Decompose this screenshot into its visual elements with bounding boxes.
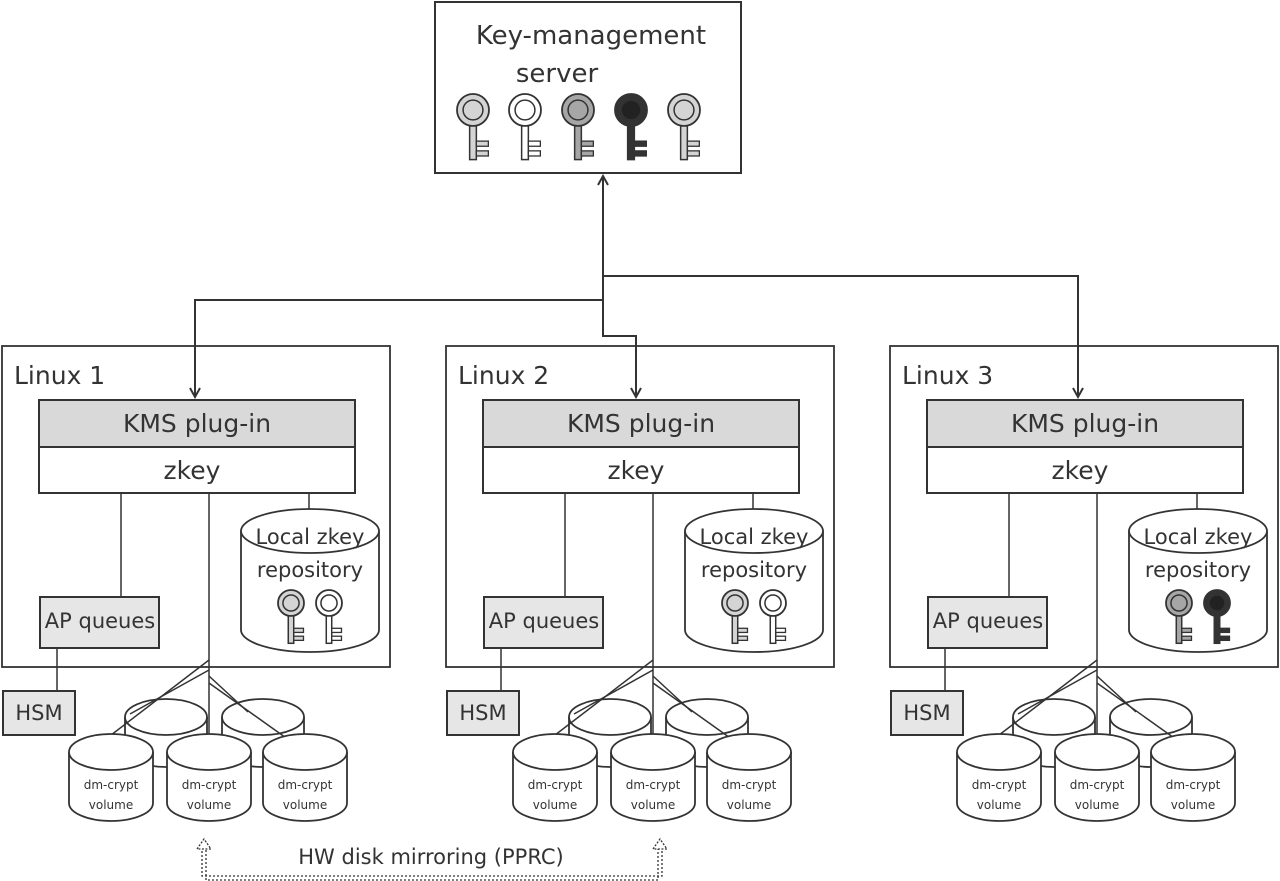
- local-zkey-repository: Local zkey repository: [1128, 508, 1268, 653]
- repository-key-icon: [277, 589, 305, 645]
- ap-queues-label: AP queues: [489, 609, 599, 633]
- zkey-box: [926, 446, 1244, 494]
- server-key-icon: [614, 93, 648, 161]
- repository-label-line2: repository: [701, 558, 807, 582]
- mirroring-arrow-right: [651, 837, 669, 850]
- volume-label-line2: volume: [727, 798, 771, 812]
- disk-mirroring: HW disk mirroring (PPRC): [195, 837, 669, 881]
- linux-system-name: Linux 2: [458, 361, 549, 390]
- volume-label-line2: volume: [89, 798, 133, 812]
- server-key-icon: [456, 93, 490, 161]
- dm-crypt-volume: dm-crypt volume: [706, 733, 792, 822]
- volume-label-line2: volume: [1075, 798, 1119, 812]
- ap-queues-box: [927, 596, 1048, 649]
- ap-queues-label: AP queues: [45, 609, 155, 633]
- kms-plugin-box: [38, 399, 356, 448]
- mirroring-arrow-left: [195, 837, 213, 850]
- repository-key-icon: [1203, 589, 1231, 645]
- internal-connectors: [56, 493, 310, 691]
- server-key-icons: [456, 93, 701, 161]
- dm-crypt-volume: dm-crypt volume: [1054, 733, 1140, 822]
- dm-crypt-volume: dm-crypt volume: [956, 733, 1042, 822]
- volume-label-line1: dm-crypt: [528, 778, 583, 792]
- server-key-icon: [667, 93, 701, 161]
- repository-label-line1: Local zkey: [700, 525, 809, 549]
- volume-label-line1: dm-crypt: [1166, 778, 1221, 792]
- key-management-server: Key-management server: [434, 1, 742, 174]
- volume-label-line1: dm-crypt: [182, 778, 237, 792]
- kms-plugin-label: KMS plug-in: [567, 409, 715, 438]
- kms-title-line1: Key-management: [476, 21, 706, 51]
- hsm-label: HSM: [903, 701, 950, 725]
- arrow-to-linux2: [602, 300, 636, 397]
- arrow-to-linux1: [195, 299, 603, 397]
- volume-label-line2: volume: [533, 798, 577, 812]
- kms-title-line2: server: [516, 59, 599, 89]
- zkey-box: [38, 446, 356, 494]
- volume-label-line1: dm-crypt: [278, 778, 333, 792]
- hsm-box: [890, 690, 964, 736]
- zkey-label: zkey: [608, 456, 665, 485]
- repository-key-icon: [721, 589, 749, 645]
- volume-label-line2: volume: [283, 798, 327, 812]
- linux-frame: [889, 345, 1279, 668]
- kms-plugin-box: [926, 399, 1244, 448]
- dm-crypt-volume: dm-crypt volume: [610, 733, 696, 822]
- zkey-label: zkey: [164, 456, 221, 485]
- kms-connections: [195, 176, 1078, 397]
- repository-key-icon: [759, 589, 787, 645]
- dm-crypt-volume: dm-crypt volume: [1150, 733, 1236, 822]
- volume-fan-lines: [541, 659, 741, 746]
- kms-plugin-label: KMS plug-in: [123, 409, 271, 438]
- dm-crypt-volume: dm-crypt volume: [512, 733, 598, 822]
- volume-label-line1: dm-crypt: [626, 778, 681, 792]
- volume-label-line2: volume: [977, 798, 1021, 812]
- volume-label-line1: dm-crypt: [722, 778, 777, 792]
- hsm-box: [446, 690, 520, 736]
- zkey-label: zkey: [1052, 456, 1109, 485]
- arrow-to-linux3: [603, 275, 1078, 397]
- server-key-icon: [561, 93, 595, 161]
- hsm-box: [2, 690, 76, 736]
- ap-queues-box: [39, 596, 160, 649]
- volume-fan-lines: [97, 659, 297, 746]
- dm-crypt-volume: dm-crypt volume: [262, 733, 348, 822]
- dm-crypt-volume: dm-crypt volume: [166, 733, 252, 822]
- kms-plugin-label: KMS plug-in: [1011, 409, 1159, 438]
- volume-fan-lines: [985, 659, 1185, 746]
- local-zkey-repository: Local zkey repository: [684, 508, 824, 653]
- kms-plugin-box: [482, 399, 800, 448]
- zkey-box: [482, 446, 800, 494]
- repository-label-line2: repository: [1145, 558, 1251, 582]
- hsm-label: HSM: [459, 701, 506, 725]
- volume-label-line2: volume: [1171, 798, 1215, 812]
- ap-queues-box: [483, 596, 604, 649]
- mirroring-path: [205, 842, 659, 881]
- repository-label-line1: Local zkey: [256, 525, 365, 549]
- repository-key-icon: [315, 589, 343, 645]
- linux-frame: [445, 345, 835, 668]
- hsm-label: HSM: [15, 701, 62, 725]
- linux-system-name: Linux 3: [902, 361, 993, 390]
- server-key-icon: [508, 93, 542, 161]
- volume-label-line1: dm-crypt: [1070, 778, 1125, 792]
- repository-label-line1: Local zkey: [1144, 525, 1253, 549]
- linux-system-name: Linux 1: [14, 361, 105, 390]
- dm-crypt-volume: dm-crypt volume: [68, 733, 154, 822]
- volume-label-line1: dm-crypt: [84, 778, 139, 792]
- volume-label-line1: dm-crypt: [972, 778, 1027, 792]
- mirroring-label: HW disk mirroring (PPRC): [298, 845, 563, 869]
- linux-frame: [1, 345, 391, 668]
- repository-key-icon: [1165, 589, 1193, 645]
- repository-label-line2: repository: [257, 558, 363, 582]
- local-zkey-repository: Local zkey repository: [240, 508, 380, 653]
- volume-label-line2: volume: [631, 798, 675, 812]
- volume-label-line2: volume: [187, 798, 231, 812]
- ap-queues-label: AP queues: [933, 609, 1043, 633]
